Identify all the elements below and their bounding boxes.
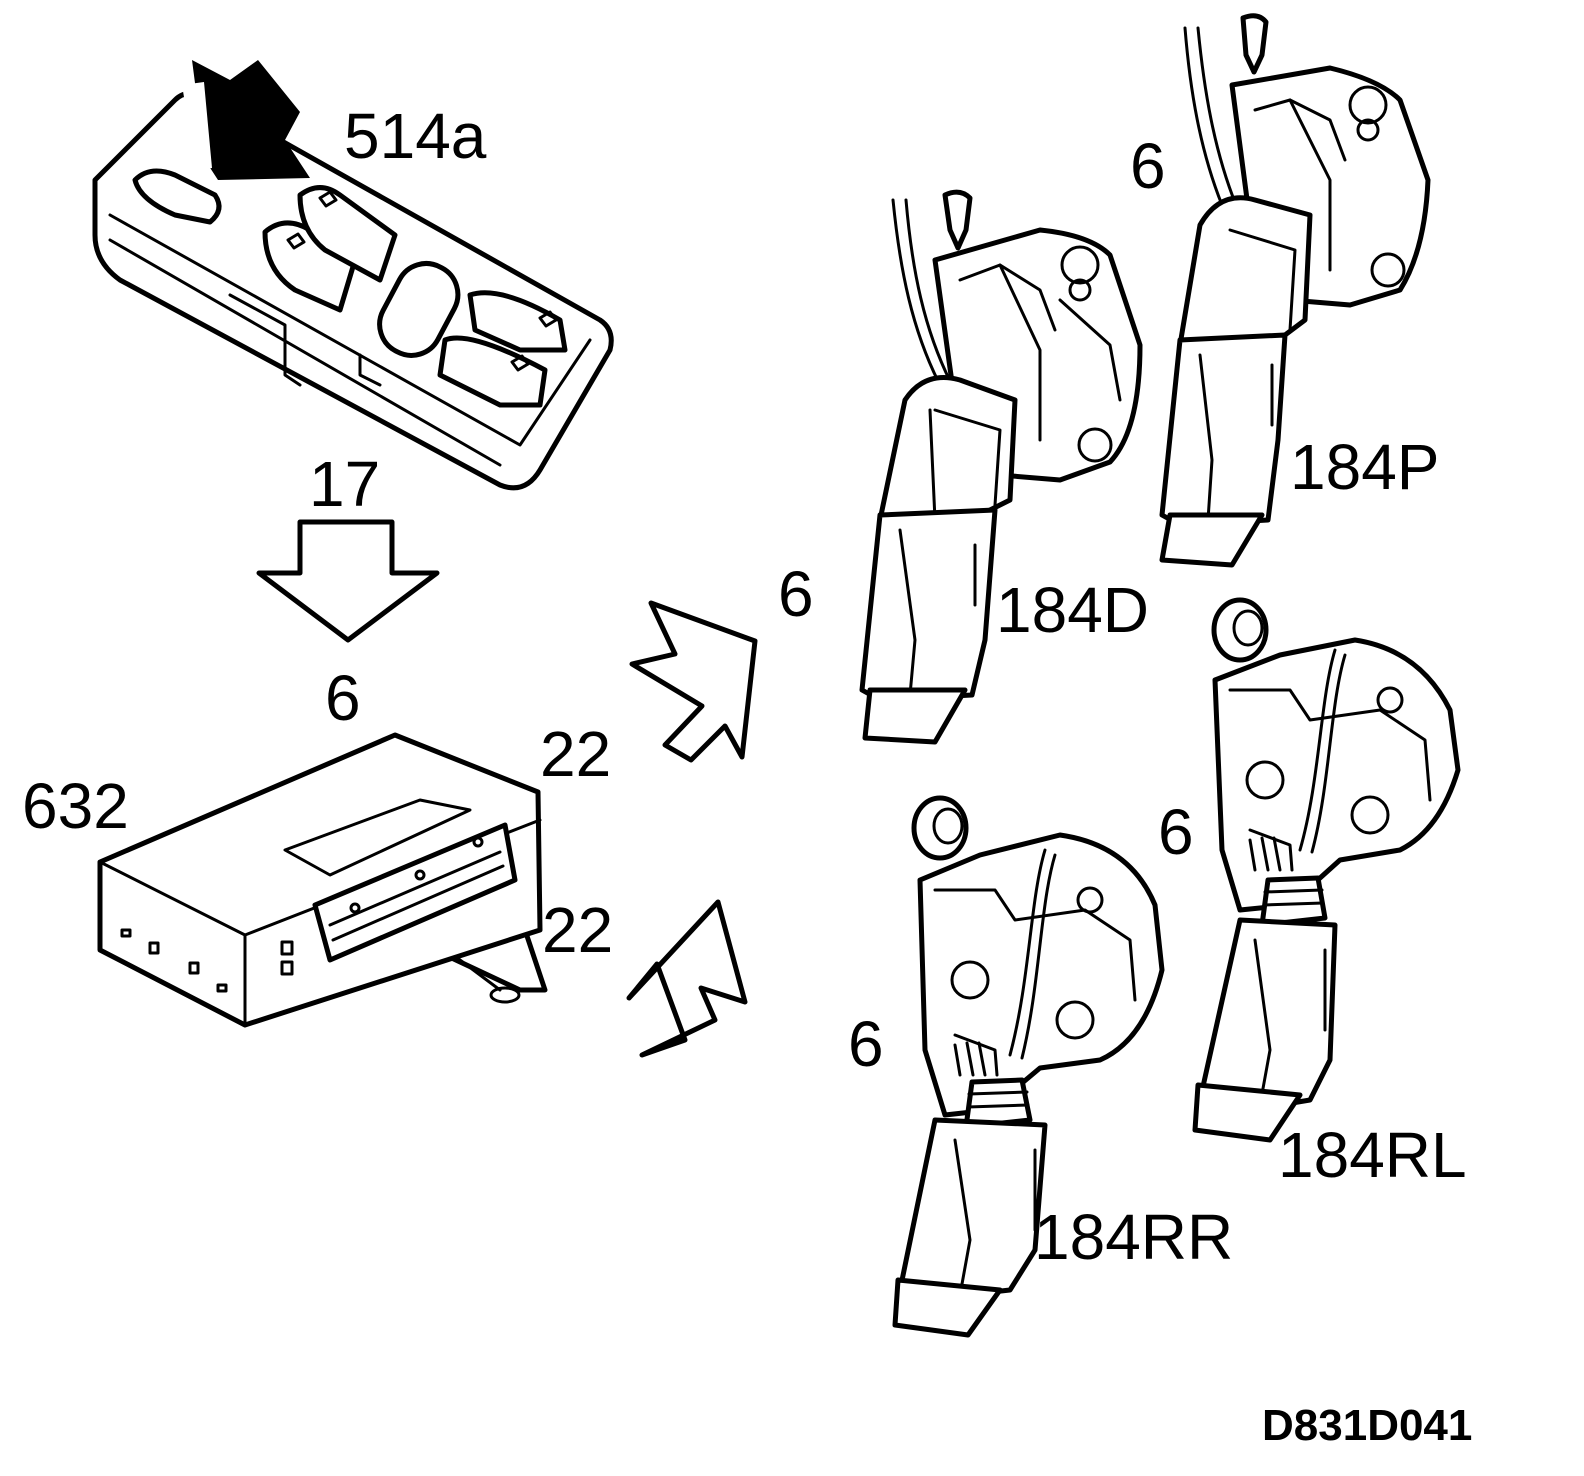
output-arrow-bottom: [626, 899, 748, 1058]
control-module: [97, 732, 548, 1028]
lock-actuator-rear-left: [1192, 597, 1461, 1143]
switch-panel: [92, 60, 614, 491]
signal-17-label: 17: [309, 448, 381, 520]
signal-17-arrow: [256, 519, 440, 643]
signal-6-d-label: 6: [778, 558, 814, 630]
signal-22-bottom-label: 22: [542, 894, 614, 966]
lock-actuator-front-passenger: [1159, 13, 1431, 568]
signal-6-center-label: 6: [325, 662, 361, 734]
lock-d-label: 184D: [996, 574, 1149, 646]
signal-6-rl-label: 6: [1158, 796, 1194, 868]
lock-actuator-rear-right: [892, 795, 1165, 1338]
switch-panel-label: 514a: [344, 100, 487, 172]
control-module-label: 632: [22, 770, 129, 842]
lock-actuator-front-driver: [859, 189, 1143, 745]
lock-rl-label: 184RL: [1278, 1119, 1467, 1191]
figure-code: D831D041: [1262, 1401, 1473, 1450]
lock-p-label: 184P: [1290, 431, 1440, 503]
signal-6-p-label: 6: [1130, 130, 1166, 202]
lock-rr-label: 184RR: [1034, 1201, 1234, 1273]
output-arrow-top: [629, 600, 758, 763]
signal-6-rr-label: 6: [848, 1008, 884, 1080]
signal-22-top-label: 22: [540, 718, 612, 790]
